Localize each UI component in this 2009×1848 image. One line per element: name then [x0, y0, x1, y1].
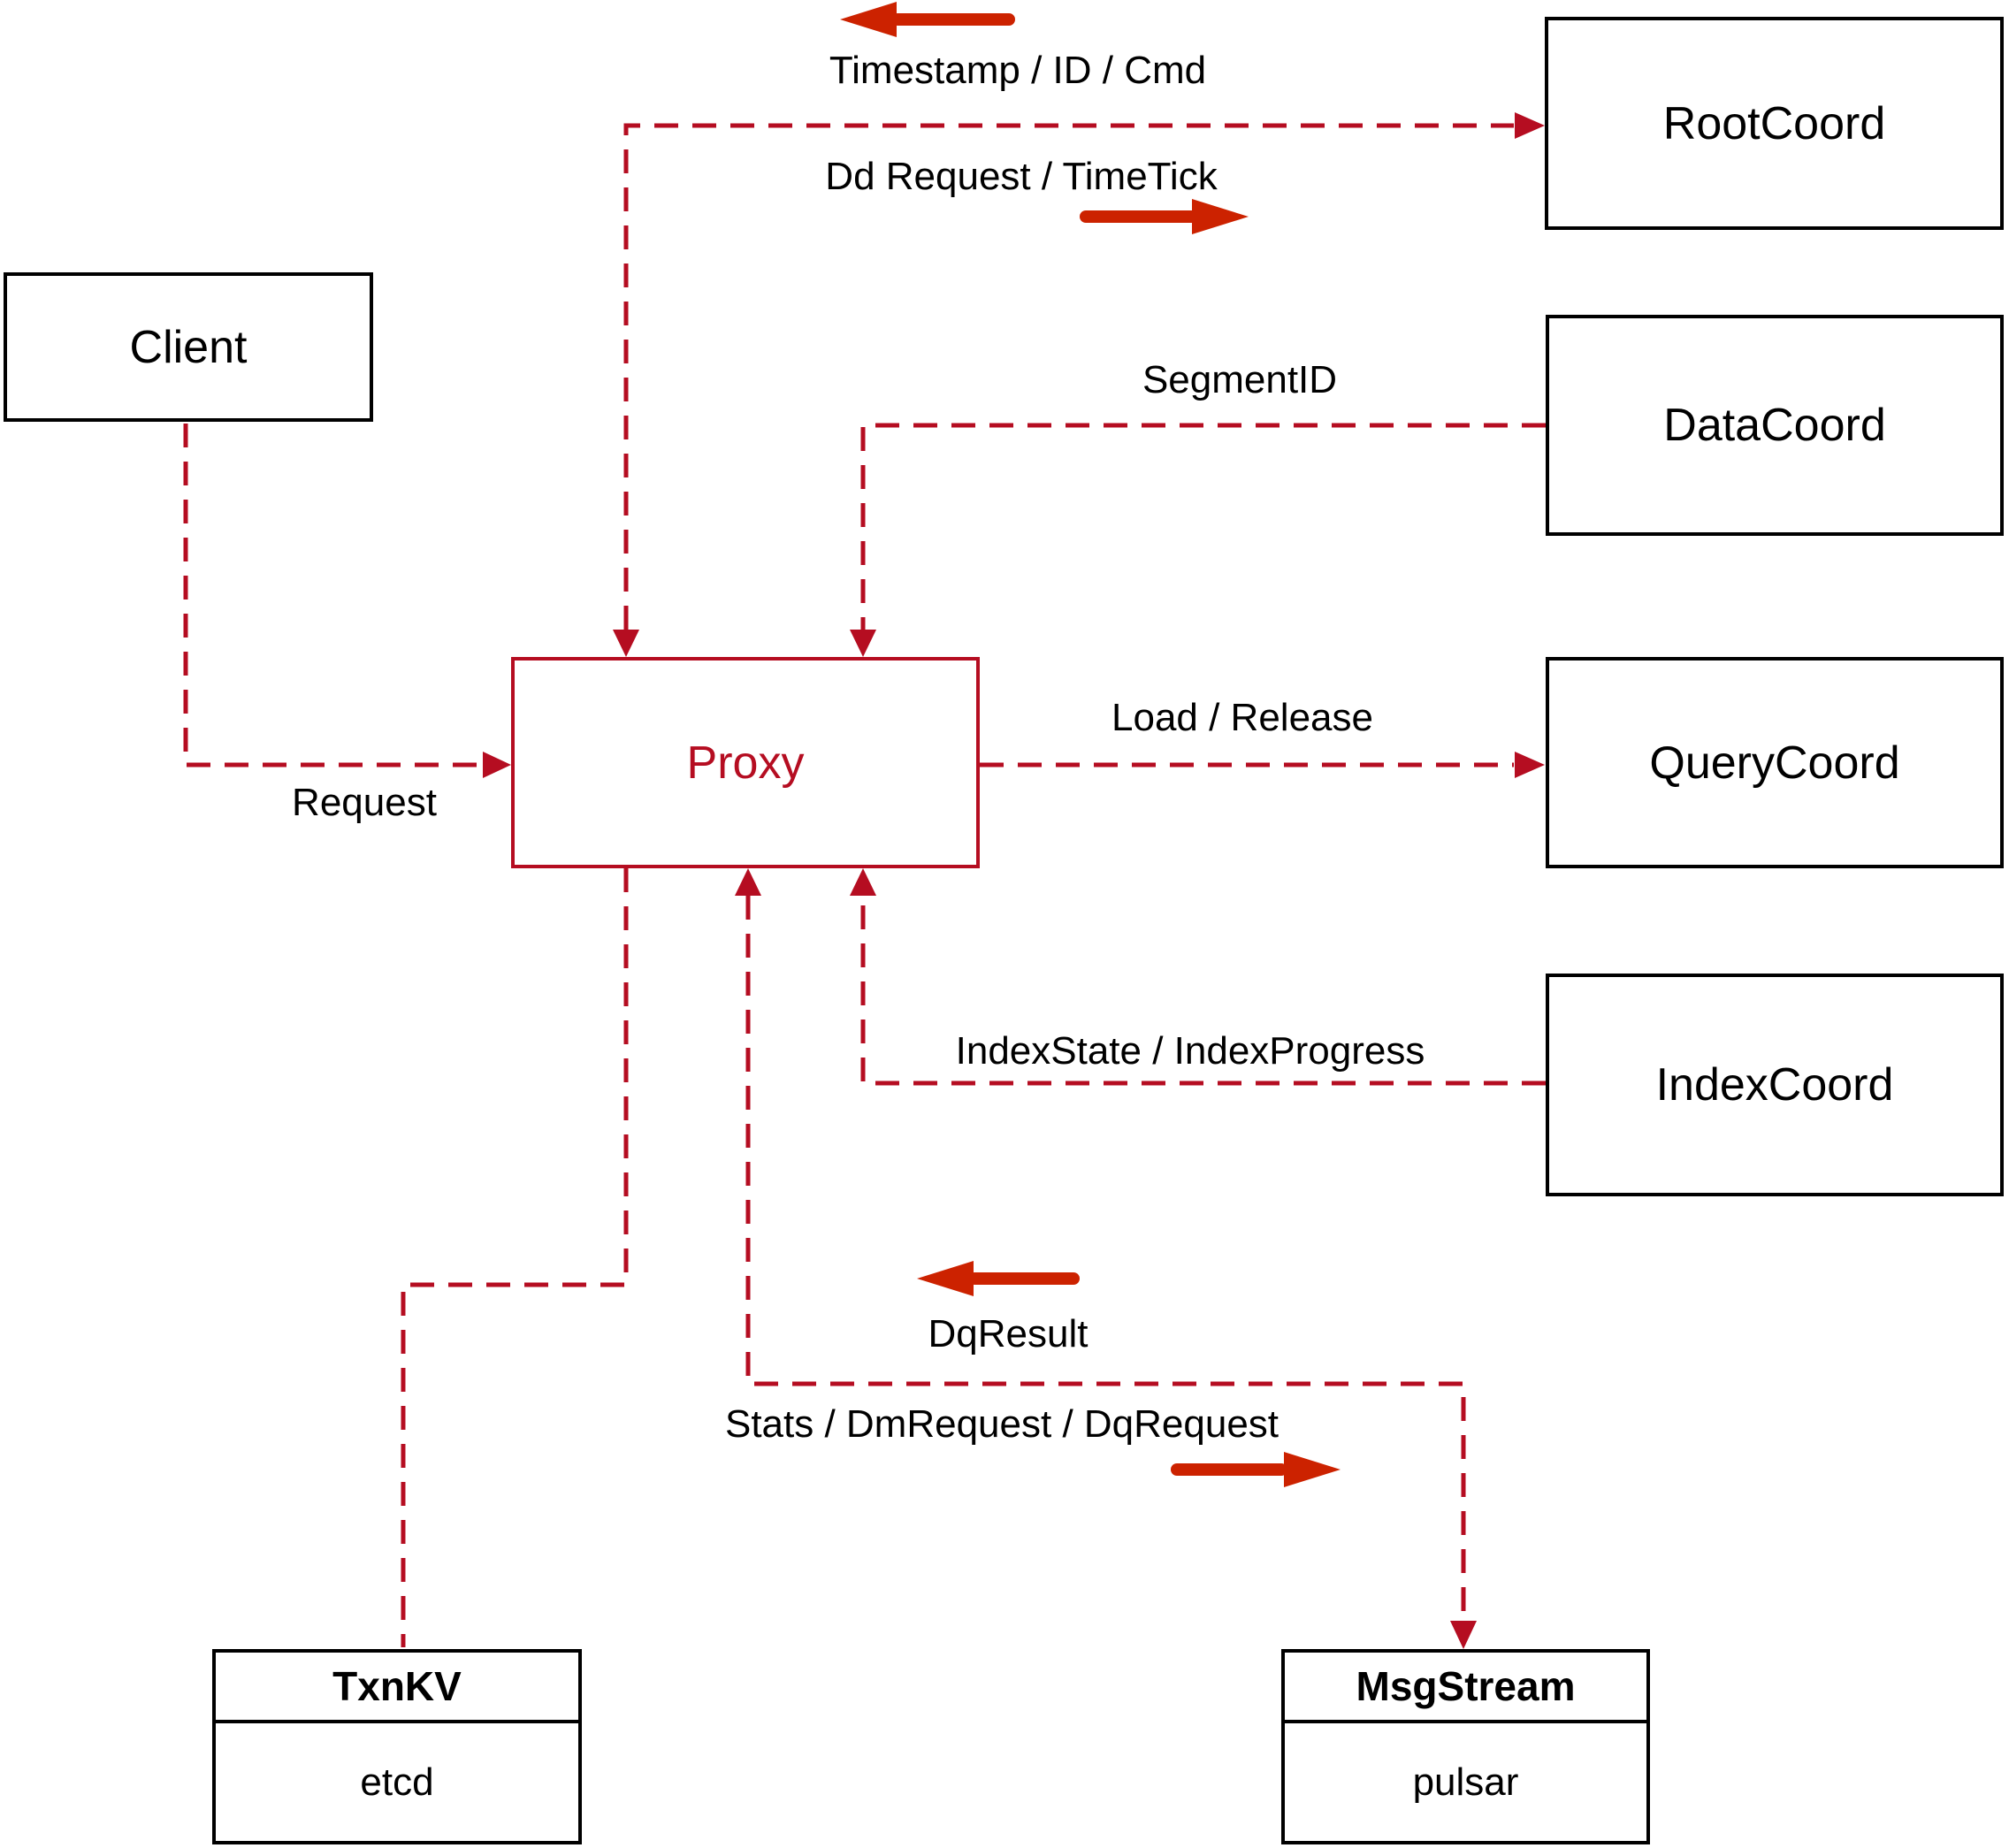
node-msgstream: MsgStream pulsar: [1281, 1649, 1650, 1844]
node-indexcoord: IndexCoord: [1546, 974, 2004, 1196]
node-proxy: Proxy: [511, 657, 980, 868]
arrowhead-into-proxy-left-icon: [483, 752, 511, 778]
direction-arrow-left-dqresult-icon: [917, 1261, 1080, 1296]
node-indexcoord-label: IndexCoord: [1655, 1059, 1894, 1111]
node-txnkv: TxnKV etcd: [212, 1649, 582, 1844]
edge-label-load-release: Load / Release: [1111, 696, 1373, 739]
edge-label-timestamp-id-cmd: Timestamp / ID / Cmd: [829, 49, 1207, 92]
arrowhead-into-proxy-top1-icon: [613, 630, 639, 657]
arrowhead-into-querycoord-icon: [1515, 752, 1545, 778]
edge-label-dqresult: DqResult: [928, 1312, 1089, 1355]
node-querycoord-label: QueryCoord: [1649, 737, 1900, 789]
arrowhead-into-proxy-bottom1-icon: [735, 868, 761, 896]
node-txnkv-title: TxnKV: [216, 1653, 578, 1723]
node-proxy-label: Proxy: [686, 737, 805, 789]
edge-proxy-msgstream: [745, 896, 1466, 1621]
edge-indexcoord-proxy: [860, 896, 1546, 1086]
arrowhead-into-proxy-bottom2-icon: [850, 868, 876, 896]
edge-proxy-txnkv: [401, 868, 629, 1647]
edge-label-indexstate-indexprogress: IndexState / IndexProgress: [955, 1029, 1425, 1073]
arrowhead-into-rootcoord-icon: [1515, 112, 1545, 139]
node-txnkv-impl: etcd: [360, 1760, 434, 1804]
edge-datacoord-proxy: [860, 423, 1546, 630]
node-msgstream-title: MsgStream: [1285, 1653, 1646, 1723]
node-msgstream-impl: pulsar: [1412, 1760, 1519, 1804]
direction-arrow-right-ddrequest-icon: [1080, 199, 1249, 234]
edge-label-request: Request: [292, 781, 437, 824]
node-datacoord: DataCoord: [1546, 315, 2004, 536]
node-datacoord-label: DataCoord: [1663, 400, 1886, 451]
edge-label-dd-request-timetick: Dd Request / TimeTick: [825, 155, 1218, 198]
node-querycoord: QueryCoord: [1546, 657, 2004, 868]
edge-label-stats-dmrequest-dqrequest: Stats / DmRequest / DqRequest: [724, 1402, 1279, 1446]
arrowhead-into-proxy-top2-icon: [850, 630, 876, 657]
node-client: Client: [4, 272, 373, 422]
direction-arrow-right-stats-icon: [1171, 1452, 1341, 1487]
direction-arrow-left-timestamp-icon: [840, 2, 1015, 37]
node-rootcoord-label: RootCoord: [1662, 97, 1886, 149]
edge-client-proxy: [183, 424, 483, 767]
edge-label-segmentid: SegmentID: [1142, 358, 1338, 401]
edge-proxy-rootcoord: [623, 123, 1514, 630]
arrowhead-into-msgstream-icon: [1450, 1621, 1477, 1649]
node-rootcoord: RootCoord: [1545, 17, 2004, 230]
node-client-label: Client: [129, 321, 248, 373]
